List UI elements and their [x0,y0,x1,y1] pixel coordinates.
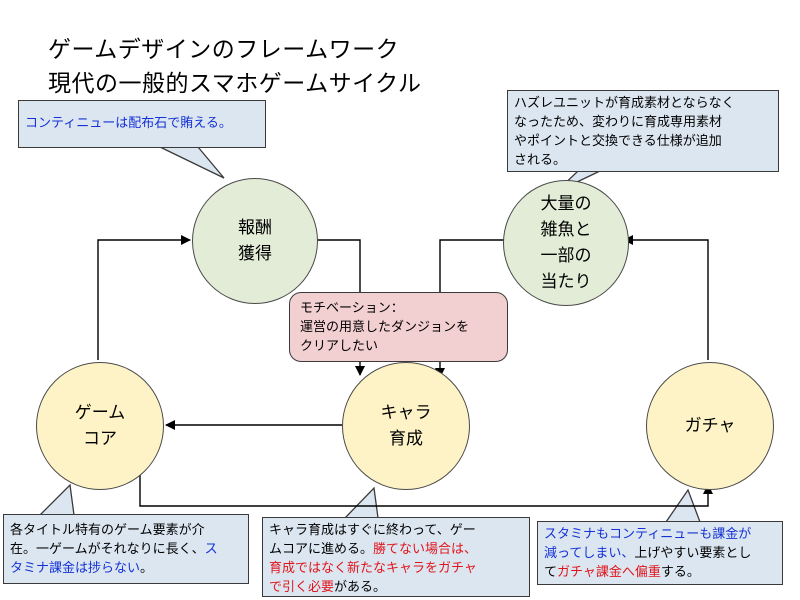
node-bulk-line4: 当たり [540,272,592,292]
callout-growth-line2-red: 勝てない場合は、 [373,542,478,557]
node-bulk-line1: 大量の [540,194,592,214]
arrow-gacha-to-bulk [623,235,709,360]
callout-gacha-line1: スタミナもコンティニューも課金が [544,527,752,542]
callout-motivation-line1: モチベーション： [300,301,404,316]
callout-puzzle: ハズレユニットが育成素材とならなく なったため、変わりに育成専用素材 やポイント… [507,90,779,172]
arrow-core-to-reward [97,235,191,360]
callout-puzzle-line3: やポイントと交換できる仕様が追加 [514,134,722,149]
callout-motivation-line2: 運営の用意したダンジョンを [300,320,470,335]
node-reward-line1: 報酬 [238,218,272,238]
node-game-core: ゲーム コア [36,362,164,490]
arrow-core-to-gacha [139,470,713,507]
node-core-line1: ゲーム [74,403,126,423]
callout-growth-line2-text: ムコアに進める。 [269,542,374,557]
callout-core-note: 各タイトル特有のゲーム要素が介 在。一ゲームがそれなりに長く、ス タミナ課金は捗… [3,514,249,584]
callout-core-line3-end: 。 [140,561,154,576]
callout-growth-line1: キャラ育成はすぐに終わって、ゲー [269,523,476,538]
callout-continue-text: コンティニューは配布石で賄える。 [25,116,232,131]
node-growth-line2: 育成 [389,429,423,449]
callout-continue: コンティニューは配布石で賄える。 [18,100,266,148]
callout-pointer-continue [159,146,225,179]
node-core-line2: コア [83,429,117,449]
callout-gacha-line2-text: 上げやすい要素とし [634,546,752,561]
node-bulk-line2: 雑魚と [540,220,592,240]
callout-core-line2-text: 在。一ゲームがそれなりに長く、 [10,542,205,557]
node-character-growth: キャラ 育成 [342,362,470,490]
callout-motivation: モチベーション： 運営の用意したダンジョンを クリアしたい [289,292,508,362]
callout-core-line2: 在。一ゲームがそれなりに長く、ス [10,540,242,559]
callout-gacha-line3-end: する。 [660,565,700,580]
callout-gacha-line2-blue: 減ってしまい、 [544,546,635,561]
callout-gacha-line3-red: ガチャ課金へ偏重 [557,565,661,580]
callout-puzzle-line4: される。 [514,153,567,168]
callout-core-line2-blue: ス [204,542,218,557]
callout-puzzle-line1: ハズレユニットが育成素材とならなく [514,96,735,111]
callout-gacha-line3-text: て [544,565,558,580]
node-reward-line2: 獲得 [238,244,272,264]
callout-motivation-line3: クリアしたい [300,339,379,354]
title-line1: ゲームデザインのフレームワーク [48,37,400,63]
callout-pointer-core [38,483,75,516]
callout-growth-line3: 育成ではなく新たなキャラをガチャ [269,561,477,576]
node-bulk: 大量の 雑魚と 一部の 当たり [503,180,629,306]
callout-gacha-note: スタミナもコンティニューも課金が 減ってしまい、上げやすい要素とし てガチャ課金… [537,521,783,585]
callout-puzzle-line2: なったため、変わりに育成専用素材 [514,115,723,130]
callout-growth-line4-red: で引く必要 [269,580,335,595]
node-reward: 報酬 獲得 [192,178,318,304]
callout-growth-line4: で引く必要がある。 [269,578,523,597]
callout-core-line1: 各タイトル特有のゲーム要素が介 [10,523,205,538]
callout-growth-note: キャラ育成はすぐに終わって、ゲー ムコアに進める。勝てない場合は、 育成ではなく… [262,517,530,597]
callout-gacha-line2: 減ってしまい、上げやすい要素とし [544,544,776,563]
callout-growth-line4-end: がある。 [334,580,387,595]
title-line2: 現代の一般的スマホゲームサイクル [48,71,422,97]
node-bulk-line3: 一部の [540,246,592,266]
callout-growth-line2: ムコアに進める。勝てない場合は、 [269,540,523,559]
node-gacha: ガチャ [646,362,774,490]
callout-pointer-growth [343,486,379,519]
callout-gacha-line3: てガチャ課金へ偏重する。 [544,563,776,582]
node-gacha-label: ガチャ [684,416,736,436]
callout-core-line3-blue: タミナ課金は捗らない [10,561,141,576]
node-growth-line1: キャラ [380,403,432,423]
callout-core-line3: タミナ課金は捗らない。 [10,559,242,578]
